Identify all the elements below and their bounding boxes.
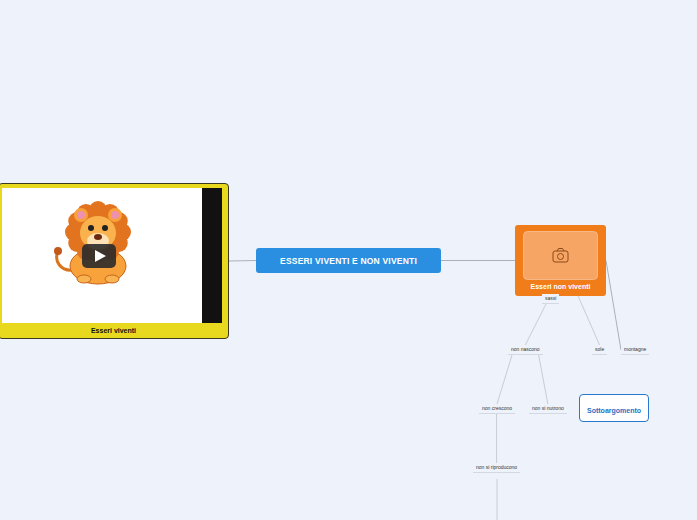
subtopic: non crescono bbox=[479, 404, 515, 414]
subtopic-text: sassi bbox=[545, 295, 556, 301]
branch-line bbox=[229, 260, 256, 262]
branch-line bbox=[539, 355, 548, 404]
subtopic: montagne bbox=[621, 345, 649, 355]
subtopic: sassi bbox=[542, 294, 559, 304]
video-card: Esseri viventi bbox=[0, 183, 229, 339]
main-topic: Esseri non viventi bbox=[515, 225, 606, 296]
subtopic: non si nutrono bbox=[529, 404, 567, 414]
subtopic: sole bbox=[592, 345, 607, 355]
topic-title: Sottoargomento bbox=[587, 407, 641, 414]
branch-line bbox=[578, 296, 600, 345]
floating-topic: Sottoargomento bbox=[579, 394, 649, 422]
subtopic-text: non si nutrono bbox=[532, 405, 564, 411]
topic-title: Esseri non viventi bbox=[515, 283, 606, 290]
topic-title: ESSERI VIVENTI E NON VIVENTI bbox=[280, 256, 417, 266]
subtopic-text: non nascono bbox=[511, 346, 540, 352]
branch-line bbox=[441, 260, 515, 261]
trailing-branch bbox=[497, 479, 498, 520]
subtopic: non si riproducono bbox=[473, 463, 520, 473]
branch-line bbox=[496, 414, 497, 463]
subtopic: non nascono bbox=[508, 345, 543, 355]
branch-line bbox=[606, 261, 621, 351]
image-placeholder bbox=[523, 231, 598, 280]
branch-line bbox=[497, 355, 512, 404]
card-title: Esseri viventi bbox=[0, 327, 228, 334]
subtopic-text: montagne bbox=[624, 346, 646, 352]
subtopic-text: non si riproducono bbox=[476, 464, 517, 470]
subtopic-text: non crescono bbox=[482, 405, 512, 411]
video-illustration bbox=[2, 188, 222, 323]
central-topic: ESSERI VIVENTI E NON VIVENTI bbox=[256, 248, 441, 273]
branch-line bbox=[525, 304, 546, 345]
subtopic-text: sole bbox=[595, 346, 604, 352]
